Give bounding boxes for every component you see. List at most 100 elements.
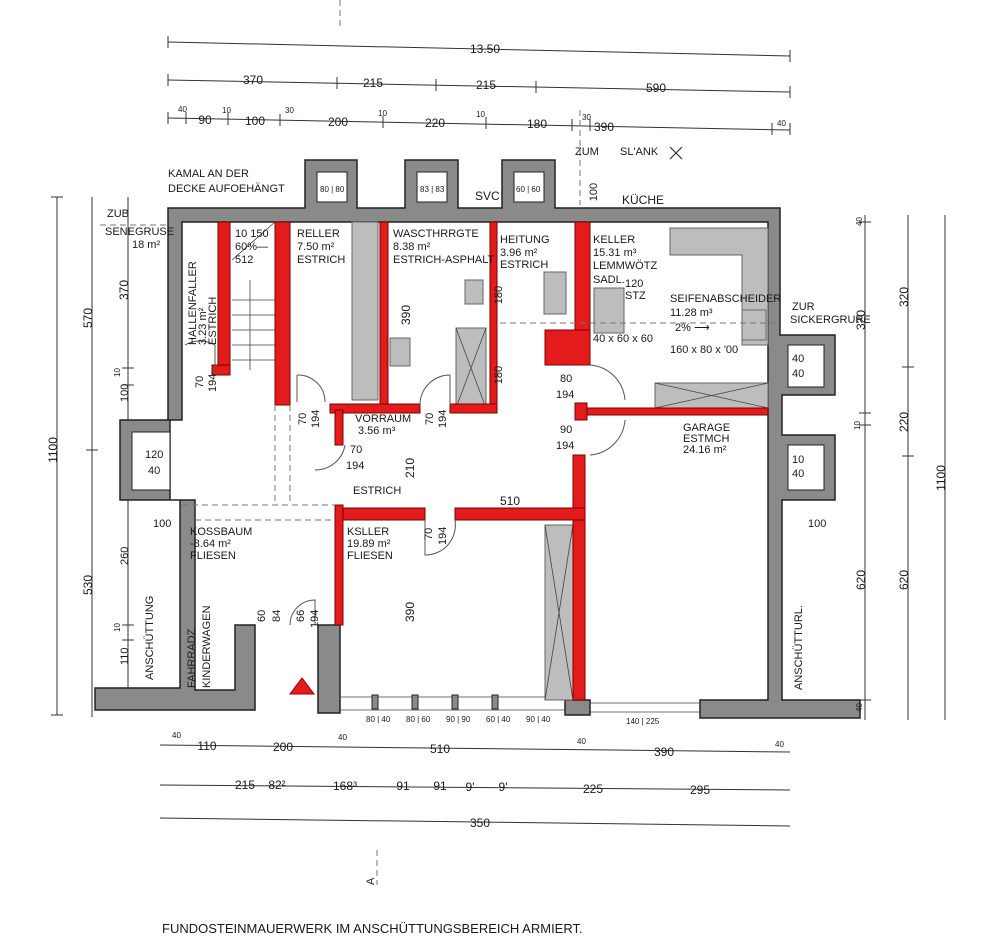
annotations-anschuettung-right-label: ANSCHÜTTURL. (793, 605, 805, 690)
dimensions-bottom-row1-2-label: 200 (273, 740, 293, 754)
annotations-zur-sickergrube-0-label: ZUR (792, 301, 815, 313)
openings-shaft-left-0-label: 120 (145, 449, 163, 461)
interior-dims-d180-b-label: 180 (493, 366, 505, 384)
rooms-kseller-0-label: KSLLER (347, 526, 389, 538)
rooms-seifenabscheider-0-label: SEIFENABSCHEIDER (670, 293, 781, 305)
rooms-sadl-3-label: 40 x 60 x 60 (593, 333, 653, 345)
dimensions-left-overall-label: 1100 (46, 437, 60, 463)
rooms-sadl-2-label: STZ (625, 290, 646, 302)
annotations-kueche-label: KÜCHE (622, 193, 664, 207)
dimensions-left-col3-6-label: 110 (119, 647, 131, 665)
rooms-waschraum-2-label: ESTRICH-ASPHALT (393, 254, 495, 266)
close-x-icon (669, 146, 683, 160)
openings-shaft-left-1-label: 40 (148, 465, 160, 477)
openings-front-windows-5-label: 140 | 225 (626, 717, 660, 726)
openings-door-stair-0-label: 70 (194, 376, 206, 388)
doors (184, 340, 626, 626)
openings-shaft-right-bottom-0-label: 10 (792, 454, 804, 466)
rooms-kossbaum-0-label: KOSSBAUM (190, 526, 252, 538)
annotations-kanal-0-label: KAMAL AN DER (168, 168, 249, 180)
interior-dims-d180-a-label: 180 (493, 286, 505, 304)
openings-door-vorraum-1-label: 194 (346, 460, 364, 472)
rooms-seifenabscheider-2-label: 2% ⟶ (675, 322, 710, 334)
interior-dims-d390-low-label: 390 (403, 602, 417, 622)
annotations-zum-schrank-1-label: SL'ANK (620, 146, 659, 158)
openings-door-garage-1-label: 194 (556, 440, 574, 452)
dimensions-bottom-row2-3-label: 91 (396, 779, 410, 793)
dimensions-left-col3-4-label: 260 (119, 547, 131, 565)
dimensions-right-col1-5-label: 40 (855, 703, 864, 712)
dashed-lines (100, 224, 780, 521)
rooms-hallenfaller-0-label: HALLENFALLER (187, 261, 199, 345)
rooms-heitung-2-label: ESTRICH (500, 259, 548, 271)
dimensions-left-col2-1-label: 530 (81, 575, 95, 595)
openings-front-windows-2-label: 90 | 90 (446, 715, 471, 724)
dimensions-right-col2-1-label: 220 (897, 412, 911, 432)
dimensions-left-col3-1-label: 10 (113, 368, 122, 377)
dimensions-top-row3-0-label: 40 (178, 105, 187, 114)
dimensions-bottom-row2-2-label: 168³ (333, 779, 357, 793)
dimensions-right-col1-3-label: 100 (808, 518, 826, 530)
rooms-estrich-label: ESTRICH (353, 485, 401, 497)
rooms-garage-0-label: GARAGE (683, 422, 730, 434)
annotations-stair-note-2-label: 512 (235, 254, 253, 266)
openings-chimney3-label: 60 | 60 (516, 185, 541, 194)
dimensions-bottom-row2-5-label: 9' (466, 780, 475, 794)
rooms-vorraum-1-label: 3.56 m³ (358, 425, 396, 437)
annotations-anschuettung-left-label: ANSCHÜTTUNG (144, 596, 156, 680)
interior-dims-d210-label: 210 (403, 458, 417, 478)
openings-entry-2-label: 66 (295, 610, 307, 622)
openings-door-wasch-0-label: 70 (424, 413, 436, 425)
rooms-keller-kueche-2-label: LEMMWÖTZ (593, 260, 657, 272)
footer-note: FUNDOSTEINMAUERWERK IM ANSCHÜTTUNGSBEREI… (162, 921, 583, 936)
rooms-garage-1-label: ESTMCH (683, 433, 730, 445)
openings-door-kueche-1-label: 194 (556, 389, 574, 401)
openings-front-windows-4-label: 90 | 40 (526, 715, 551, 724)
dimensions-top-row3-2-label: 10 (222, 106, 231, 115)
dimensions-top-row2-1-label: 215 (363, 76, 383, 90)
openings-shaft-right-top-0-label: 40 (792, 353, 804, 365)
openings-front-windows-3-label: 60 | 40 (486, 715, 511, 724)
rooms-seifenabscheider-1-label: 11.28 m³ (670, 307, 713, 319)
openings-door-kueche-0-label: 80 (560, 373, 572, 385)
openings-entry-1-label: 84 (271, 610, 283, 622)
rooms-kseller-1-label: 19.89 m² (347, 538, 391, 550)
openings-front-windows-1-label: 80 | 60 (406, 715, 431, 724)
rooms-reller-1-label: 7.50 m² (297, 241, 335, 253)
rooms-keller-kueche-0-label: KELLER (593, 234, 635, 246)
dimensions-right-col1-1-label: 320 (854, 310, 868, 330)
rooms-seifenabscheider-3-label: 160 x 80 x '00 (670, 344, 738, 356)
interior-dims-d100-kueche-label: 100 (588, 183, 600, 201)
openings-door-wasch-1-label: 194 (437, 410, 449, 428)
entrance-arrow-icon (289, 677, 315, 695)
rooms-sadl-1-label: 120 (625, 278, 643, 290)
interior-dims-d390-top-label: 390 (399, 305, 413, 325)
dimensions-top-row3-3-label: 100 (245, 114, 265, 128)
fixtures (289, 221, 769, 701)
rooms-hallenfaller-1-label: 3.23 m² (197, 307, 209, 345)
dimensions-right-col2-2-label: 620 (897, 570, 911, 590)
rooms-heitung-0-label: HEITUNG (500, 234, 550, 246)
annotations-svc-label: SVC (475, 189, 500, 203)
dimensions-top-row3-8-label: 10 (476, 110, 485, 119)
dimensions-top-row3-10-label: 30 (582, 113, 591, 122)
dimensions-top-row3-4-label: 30 (285, 106, 294, 115)
dimensions-bottom-overall-label: 350 (470, 816, 490, 830)
dimensions-bottom-row1-1-label: 110 (197, 739, 216, 753)
dimensions-top-row3-6-label: 10 (378, 109, 387, 118)
rooms-vorraum-0-label: VORRAUM (355, 413, 411, 425)
dimensions-bottom-row1-6-label: 390 (654, 745, 674, 759)
rooms-hallenfaller-2-label: ESTRICH (207, 297, 219, 345)
dimensions-bottom-row2-8-label: 295 (690, 783, 710, 797)
new-walls (211, 221, 769, 701)
annotations-zub-2-label: 18 m² (132, 239, 160, 251)
dimensions-top-row3-1-label: 90 (198, 113, 212, 127)
rooms-sadl-0-label: SADL. (593, 274, 625, 286)
rooms-reller-2-label: ESTRICH (297, 254, 345, 266)
rooms-waschraum-0-label: WASCTHRRGTE (393, 228, 479, 240)
dimension-lines (51, 0, 946, 885)
openings-front-windows-0-label: 80 | 40 (366, 715, 391, 724)
rooms-garage-2-label: 24.16 m² (683, 444, 727, 456)
openings-door-stair-1-label: 194 (207, 374, 219, 392)
